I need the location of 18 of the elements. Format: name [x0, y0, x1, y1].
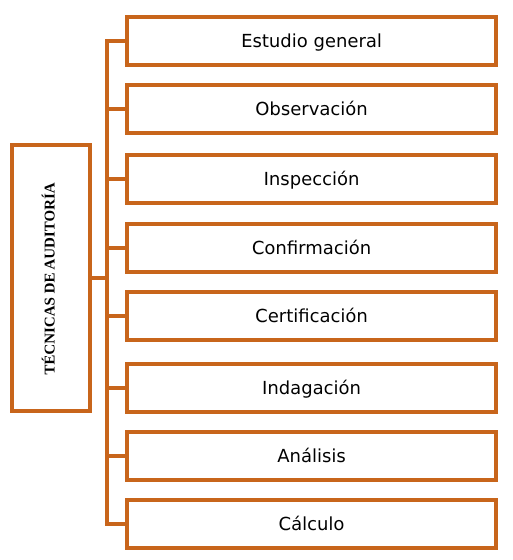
technique-label: Inspección	[264, 168, 360, 190]
technique-label: Análisis	[277, 446, 346, 466]
technique-label: Observación	[255, 98, 368, 120]
technique-box	[125, 290, 498, 342]
technique-box	[125, 362, 498, 414]
technique-label: Confirmación	[252, 238, 372, 258]
technique-box	[125, 430, 498, 482]
technique-box	[125, 15, 498, 67]
technique-box	[125, 153, 498, 205]
technique-box	[125, 498, 498, 550]
technique-label: Cálculo	[278, 514, 344, 534]
technique-box	[125, 222, 498, 274]
technique-label: Estudio general	[241, 30, 382, 52]
vertical-title: TÉCNICAS DE AUDITORÍA	[42, 182, 60, 374]
title-box	[10, 143, 92, 413]
technique-label: Certificación	[255, 306, 368, 326]
technique-label: Indagación	[262, 378, 361, 398]
technique-box	[125, 83, 498, 135]
